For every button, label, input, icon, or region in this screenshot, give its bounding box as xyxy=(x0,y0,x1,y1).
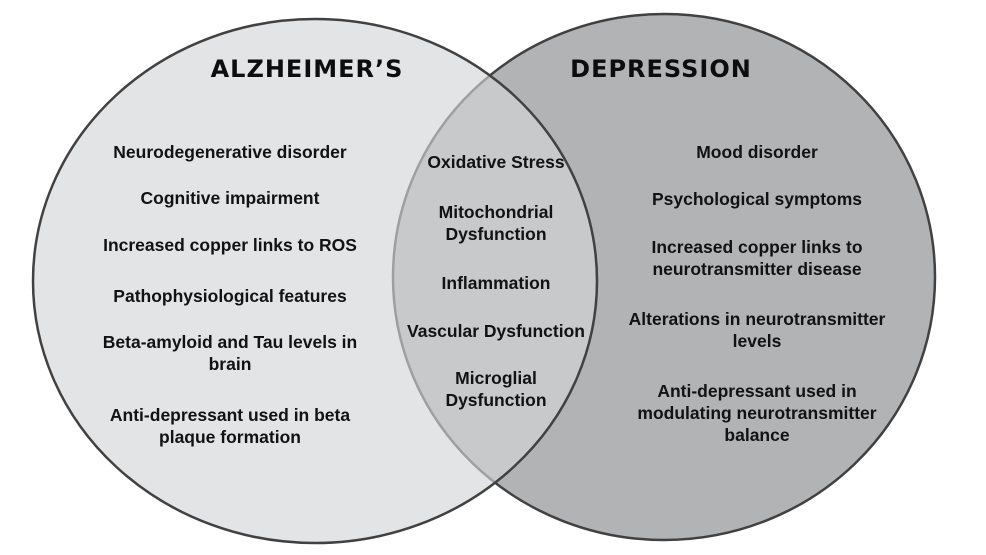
item-line: Alterations in neurotransmitter xyxy=(628,309,886,329)
right-circle-title: DEPRESSION xyxy=(570,55,752,83)
alzheimers-item-2: Cognitive impairment xyxy=(141,187,320,209)
depression-item-2: Psychological symptoms xyxy=(652,188,862,210)
depression-item-1: Mood disorder xyxy=(696,141,818,163)
item-line: Dysfunction xyxy=(445,224,547,244)
item-line: Anti-depressant used in xyxy=(657,381,857,401)
item-line: Inflammation xyxy=(441,273,551,293)
left-circle-title: ALZHEIMER’S xyxy=(210,55,404,83)
item-line: Mitochondrial xyxy=(438,202,554,222)
item-line: Microglial xyxy=(455,368,537,388)
alzheimers-item-5: Beta-amyloid and Tau levels in brain xyxy=(103,331,357,375)
alzheimers-item-4: Pathophysiological features xyxy=(113,285,346,307)
item-line: Neurodegenerative disorder xyxy=(113,142,347,162)
item-line: Anti-depressant used in beta xyxy=(109,405,351,425)
item-line: Pathophysiological features xyxy=(113,286,347,306)
shared-item-1: Oxidative Stress xyxy=(427,151,564,173)
alzheimers-circle xyxy=(31,17,599,545)
depression-item-3: Increased copper links to neurotransmitt… xyxy=(651,236,862,280)
item-line: Vascular Dysfunction xyxy=(407,321,585,341)
alzheimers-item-6: Anti-depressant used in beta plaque form… xyxy=(110,404,350,448)
item-line: balance xyxy=(724,425,790,445)
item-line: Oxidative Stress xyxy=(427,152,565,172)
item-line: plaque formation xyxy=(159,427,301,447)
item-line: brain xyxy=(208,354,252,374)
shared-item-4: Vascular Dysfunction xyxy=(407,320,585,342)
shared-item-5: Microglial Dysfunction xyxy=(445,367,546,411)
depression-item-5: Anti-depressant used in modulating neuro… xyxy=(637,380,876,446)
item-line: Dysfunction xyxy=(445,390,547,410)
shared-item-2: Mitochondrial Dysfunction xyxy=(439,201,554,245)
item-line: neurotransmitter disease xyxy=(652,259,862,279)
item-line: Cognitive impairment xyxy=(140,188,320,208)
item-line: levels xyxy=(732,331,782,351)
item-line: Beta-amyloid and Tau levels in xyxy=(102,332,358,352)
alzheimers-item-1: Neurodegenerative disorder xyxy=(113,141,346,163)
depression-item-4: Alterations in neurotransmitter levels xyxy=(629,308,886,352)
item-line: Psychological symptoms xyxy=(651,189,863,209)
alzheimers-item-3: Increased copper links to ROS xyxy=(103,234,357,256)
item-line: modulating neurotransmitter xyxy=(637,403,877,423)
item-line: Increased copper links to xyxy=(651,237,863,257)
item-line: Mood disorder xyxy=(696,142,818,162)
shared-item-3: Inflammation xyxy=(442,272,551,294)
item-line: Increased copper links to ROS xyxy=(103,235,357,255)
